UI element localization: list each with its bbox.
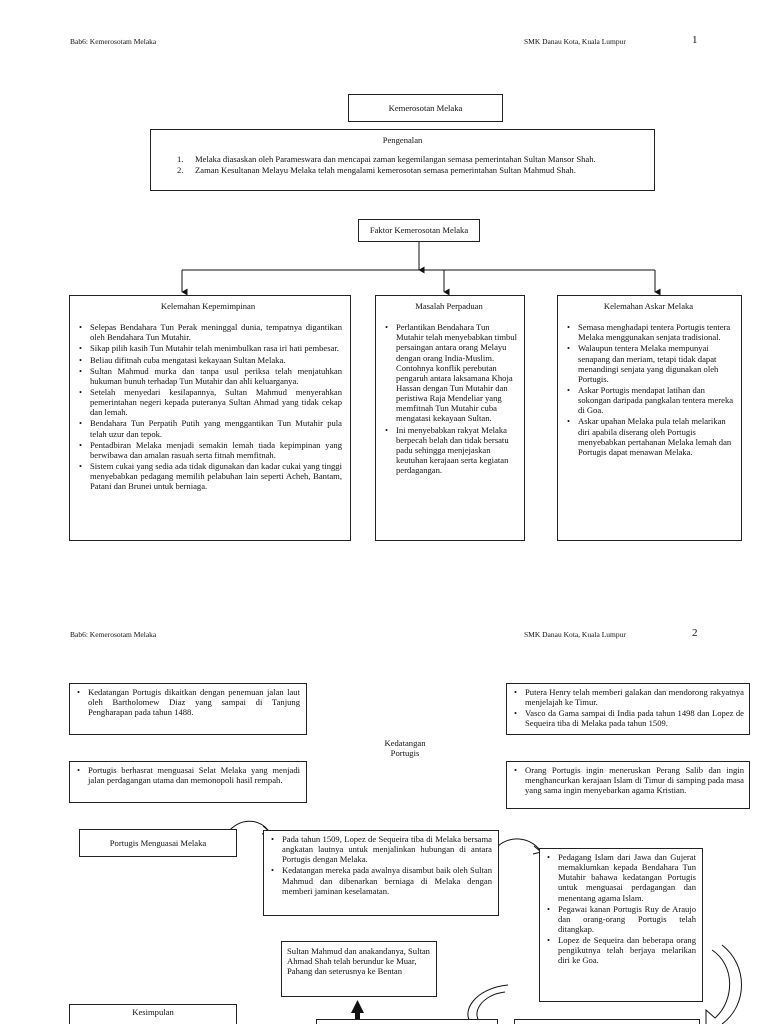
col-unity-title: Masalah Perpaduan <box>415 301 483 311</box>
page2-header-right: SMK Danau Kota, Kuala Lumpur <box>524 630 626 639</box>
list-item: Sikap pilih kasih Tun Mutahir telah meni… <box>74 343 342 353</box>
list-item: Pegawai kanan Portugis Ruy de Araujo dan… <box>542 904 696 934</box>
center-label: Kedatangan Portugis <box>384 738 426 759</box>
title-text: Kemerosotan Melaka <box>388 102 463 113</box>
list-item: Kedatangan Portugis dikaitkan dengan pen… <box>72 687 300 717</box>
list-item: Selepas Bendahara Tun Perak meninggal du… <box>74 322 342 342</box>
factor-box: Faktor Kemerosotan Melaka <box>358 219 480 242</box>
list-item: Pada tahun 1509, Lopez de Sequeira tiba … <box>266 834 492 864</box>
box-traders: Pedagang Islam dari Jawa dan Gujerat mem… <box>539 848 703 1002</box>
list-item: Setelah menyedari kesilapannya, Sultan M… <box>74 387 342 417</box>
curved-arrow-right <box>497 838 541 851</box>
list-item: Orang Portugis ingin meneruskan Perang S… <box>509 765 744 795</box>
conquer-title: Portugis Menguasai Melaka <box>109 837 207 848</box>
box-henry: Putera Henry telah memberi galakan dan m… <box>506 683 750 735</box>
bottom-box-center <box>316 1019 498 1024</box>
list-item: Perlantikan Bendahara Tun Mutahir telah … <box>380 322 518 423</box>
factor-title: Faktor Kemerosotan Melaka <box>369 225 469 236</box>
box-diaz: Kedatangan Portugis dikaitkan dengan pen… <box>69 683 307 735</box>
list-item: Bendahara Tun Perpatih Putih yang mengga… <box>74 418 342 438</box>
col-unity: Masalah Perpaduan Perlantikan Bendahara … <box>375 295 525 541</box>
list-item: Beliau difitnah cuba mengatasi kekayaan … <box>74 355 342 365</box>
title-box: Kemerosotan Melaka <box>348 94 503 122</box>
box-crusade: Orang Portugis ingin meneruskan Perang S… <box>506 761 750 809</box>
sultan-text: Sultan Mahmud dan anakandanya, Sultan Ah… <box>287 946 430 977</box>
list-item: Lopez de Sequeira dan beberapa orang pen… <box>542 935 696 965</box>
col-army-title: Kelemahan Askar Melaka <box>603 301 694 311</box>
page1-number: 1 <box>692 34 698 46</box>
list-item: Putera Henry telah memberi galakan dan m… <box>509 687 744 707</box>
list-item: Vasco da Gama sampai di India pada tahun… <box>509 708 744 728</box>
list-item: Portugis berhasrat menguasai Selat Melak… <box>72 765 300 785</box>
list-item: Ini menyebabkan rakyat Melaka berpecah b… <box>380 425 518 476</box>
intro-item: 1.Melaka diasaskan oleh Parameswara dan … <box>177 154 596 165</box>
intro-box: Pengenalan 1.Melaka diasaskan oleh Param… <box>150 129 655 191</box>
intro-title: Pengenalan <box>382 135 423 145</box>
list-item: Semasa menghadapi tentera Portugis tente… <box>562 322 735 342</box>
list-item: Kedatangan mereka pada awalnya disambut … <box>266 865 492 895</box>
list-item: Pedagang Islam dari Jawa dan Gujerat mem… <box>542 852 696 903</box>
kesimpulan-box: Kesimpulan <box>69 1004 237 1024</box>
page2-header-left: Bab6: Kemerosotam Melaka <box>70 630 157 639</box>
list-item: Sistem cukai yang sedia ada tidak diguna… <box>74 461 342 491</box>
intro-item: 2.Zaman Kesultanan Melayu Melaka telah m… <box>177 165 576 176</box>
up-arrow-head <box>351 1000 364 1013</box>
list-item: Sultan Mahmud murka dan tanpa usul perik… <box>74 366 342 386</box>
box-selat: Portugis berhasrat menguasai Selat Melak… <box>69 761 307 803</box>
conquer-box: Portugis Menguasai Melaka <box>79 829 237 857</box>
page1-header-left: Bab6: Kemerosotam Melaka <box>70 37 157 46</box>
list-item: Pentadbiran Melaka menjadi semakin lemah… <box>74 440 342 460</box>
list-item: Askar upahan Melaka pula telah melarikan… <box>562 416 735 457</box>
bottom-box-right <box>514 1019 700 1024</box>
col-leadership-title: Kelemahan Kepemimpinan <box>160 301 256 311</box>
sultan-box: Sultan Mahmud dan anakandanya, Sultan Ah… <box>281 941 437 997</box>
col-army: Kelemahan Askar Melaka Semasa menghadapi… <box>557 295 742 541</box>
box-sequeira: Pada tahun 1509, Lopez de Sequeira tiba … <box>263 830 499 916</box>
kesimpulan-title: Kesimpulan <box>132 1007 174 1017</box>
col-leadership: Kelemahan Kepemimpinan Selepas Bendahara… <box>69 295 351 541</box>
page1-header-right: SMK Danau Kota, Kuala Lumpur <box>524 37 626 46</box>
page2-number: 2 <box>692 627 698 639</box>
list-item: Walaupun tentera Melaka mempunyai senapa… <box>562 343 735 384</box>
list-item: Askar Portugis mendapat latihan dan soko… <box>562 385 735 415</box>
curved-arrow-bottom-right <box>705 949 731 1024</box>
